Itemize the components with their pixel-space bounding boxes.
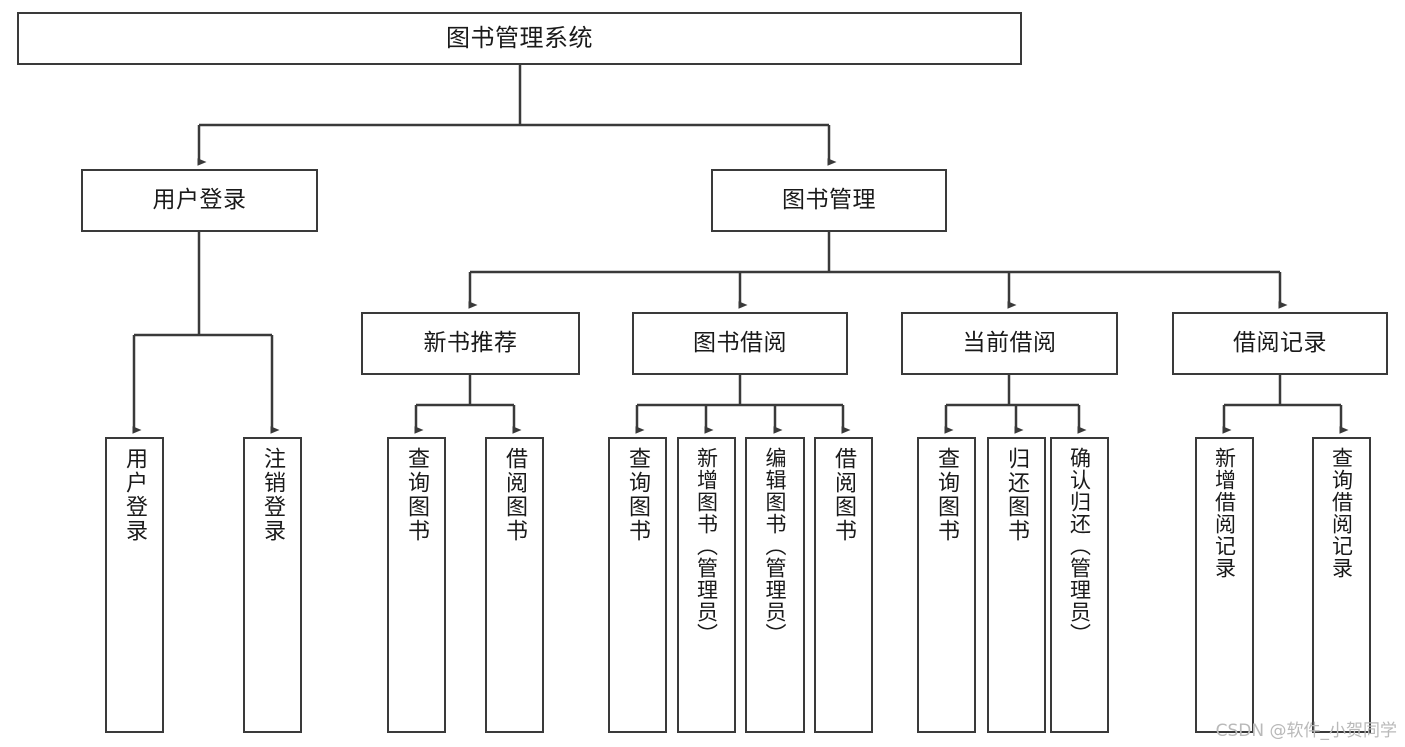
node-leaf-query-book-1[interactable]: 查询图书 [387,437,446,733]
node-book-manage-label: 图书管理 [782,186,876,213]
node-leaf-return-book-label: 归还图书 [1004,447,1030,543]
node-leaf-query-book-2[interactable]: 查询图书 [608,437,667,733]
node-book-manage[interactable]: 图书管理 [711,169,947,232]
node-leaf-confirm-return-label: 确认归还（管理员） [1067,447,1092,645]
node-borrow-record[interactable]: 借阅记录 [1172,312,1388,375]
node-leaf-borrow-book-1-label: 借阅图书 [502,447,528,543]
node-leaf-user-login[interactable]: 用户登录 [105,437,164,733]
node-leaf-edit-book[interactable]: 编辑图书（管理员） [745,437,805,733]
node-leaf-borrow-book-2[interactable]: 借阅图书 [814,437,873,733]
node-leaf-add-book[interactable]: 新增图书（管理员） [677,437,736,733]
node-leaf-logout-label: 注销登录 [260,447,286,543]
node-leaf-query-record-label: 查询借阅记录 [1329,447,1354,579]
node-new-book-rec[interactable]: 新书推荐 [361,312,580,375]
node-user-login[interactable]: 用户登录 [81,169,318,232]
node-leaf-edit-book-label: 编辑图书（管理员） [763,447,788,645]
node-current-borrow-label: 当前借阅 [962,329,1057,356]
node-book-borrow-label: 图书借阅 [693,329,787,356]
node-leaf-borrow-book-2-label: 借阅图书 [831,447,857,543]
node-current-borrow[interactable]: 当前借阅 [901,312,1118,375]
node-user-login-label: 用户登录 [152,186,247,213]
node-leaf-query-book-2-label: 查询图书 [625,447,651,543]
node-leaf-query-book-3-label: 查询图书 [934,447,960,543]
node-leaf-query-book-3[interactable]: 查询图书 [917,437,976,733]
node-leaf-add-record[interactable]: 新增借阅记录 [1195,437,1254,733]
node-leaf-logout[interactable]: 注销登录 [243,437,302,733]
node-leaf-user-login-label: 用户登录 [122,447,148,543]
node-root-label: 图书管理系统 [446,24,593,53]
node-new-book-rec-label: 新书推荐 [423,329,518,356]
csdn-watermark: CSDN @软件_小贺同学 [1215,721,1397,741]
node-borrow-record-label: 借阅记录 [1233,329,1327,356]
node-leaf-add-book-label: 新增图书（管理员） [694,447,719,645]
node-leaf-return-book[interactable]: 归还图书 [987,437,1046,733]
node-leaf-confirm-return[interactable]: 确认归还（管理员） [1050,437,1109,733]
node-root[interactable]: 图书管理系统 [17,12,1022,65]
node-book-borrow[interactable]: 图书借阅 [632,312,848,375]
node-leaf-borrow-book-1[interactable]: 借阅图书 [485,437,544,733]
node-leaf-query-book-1-label: 查询图书 [404,447,430,543]
node-leaf-query-record[interactable]: 查询借阅记录 [1312,437,1371,733]
node-leaf-add-record-label: 新增借阅记录 [1212,447,1237,579]
